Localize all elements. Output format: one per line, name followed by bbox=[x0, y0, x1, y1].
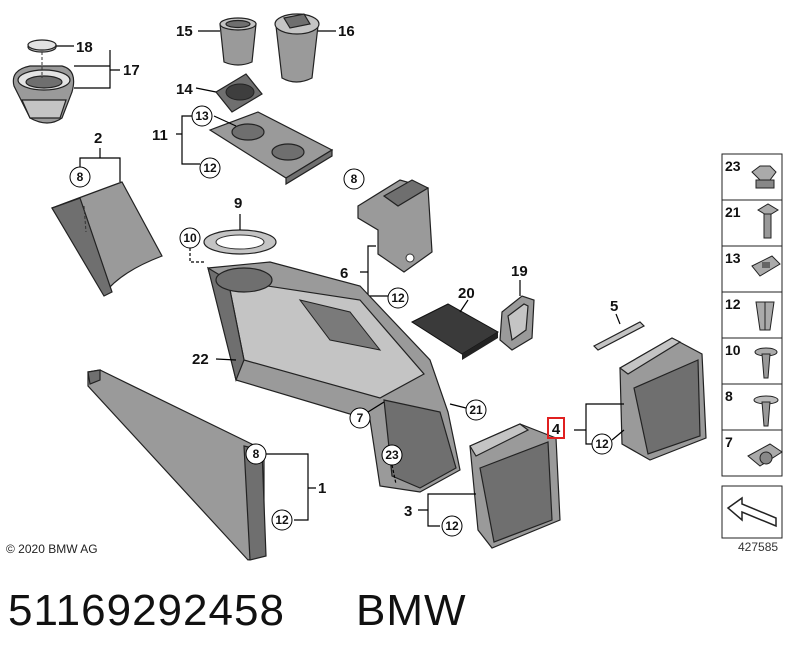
legend-number-1: 21 bbox=[725, 204, 741, 220]
circled-12-c: 12 bbox=[275, 513, 289, 527]
rear-panel-part bbox=[469, 423, 561, 549]
brand-name: BMW bbox=[356, 586, 467, 635]
storage-mat-part bbox=[410, 303, 499, 360]
trim-cover-part bbox=[208, 111, 334, 186]
trim-strip-part bbox=[592, 321, 646, 351]
legend-number-6: 7 bbox=[725, 434, 733, 450]
callout-6: 6 bbox=[340, 265, 348, 282]
flange-screw-icon bbox=[754, 347, 778, 379]
cup-insert-part bbox=[219, 17, 257, 66]
copyright-notice: © 2020 BMW AG bbox=[6, 542, 98, 556]
callout-3: 3 bbox=[404, 503, 412, 520]
circled-12-d: 12 bbox=[445, 519, 459, 533]
cup-with-lid-part bbox=[274, 13, 320, 83]
legend-number-2: 13 bbox=[725, 250, 741, 266]
callout-15: 15 bbox=[176, 23, 193, 40]
circled-13: 13 bbox=[195, 109, 209, 123]
callout-2: 2 bbox=[94, 130, 102, 147]
washer-screw-icon bbox=[753, 395, 779, 427]
circled-23: 23 bbox=[385, 448, 399, 462]
trim-ring-part bbox=[203, 229, 277, 255]
hex-bolt-icon bbox=[757, 203, 779, 239]
callout-22: 22 bbox=[192, 351, 209, 368]
legend-number-5: 8 bbox=[725, 388, 733, 404]
expanding-clip-icon bbox=[755, 301, 775, 331]
clip-nut-icon bbox=[751, 255, 781, 277]
direction-arrow-icon bbox=[726, 496, 777, 528]
fastener-legend: 23 21 13 12 10 8 7 bbox=[721, 153, 783, 539]
circled-8-c: 8 bbox=[253, 447, 260, 461]
callout-19: 19 bbox=[511, 263, 528, 280]
part-number: 51169292458 bbox=[8, 586, 285, 635]
hex-nut-icon bbox=[751, 165, 777, 189]
callout-4: 4 bbox=[552, 421, 561, 438]
circled-12-b: 12 bbox=[391, 291, 405, 305]
legend-number-3: 12 bbox=[725, 296, 741, 312]
parts-diagram: 18 17 15 16 14 11 13 12 2 8 bbox=[12, 13, 783, 561]
side-panel-part bbox=[87, 369, 267, 561]
legend-number-0: 23 bbox=[725, 158, 741, 174]
cage-nut-icon bbox=[747, 443, 783, 467]
callout-16: 16 bbox=[338, 23, 355, 40]
callout-14: 14 bbox=[176, 81, 193, 98]
circled-8-b: 8 bbox=[351, 172, 358, 186]
holder-part bbox=[499, 295, 535, 351]
rear-trim-part bbox=[618, 337, 707, 461]
side-trim-part bbox=[51, 181, 163, 297]
legend-number-4: 10 bbox=[725, 342, 741, 358]
center-console-part bbox=[207, 261, 461, 493]
circled-12-e: 12 bbox=[595, 437, 609, 451]
circled-7: 7 bbox=[357, 411, 364, 425]
rubber-mat-part bbox=[215, 73, 263, 113]
callout-17: 17 bbox=[123, 62, 140, 79]
diagram-number: 427585 bbox=[738, 540, 779, 554]
callout-5: 5 bbox=[610, 298, 618, 315]
circled-21: 21 bbox=[469, 403, 483, 417]
callout-11: 11 bbox=[152, 127, 168, 144]
callout-1: 1 bbox=[318, 480, 326, 497]
highlighted-part-box bbox=[547, 417, 565, 439]
cup-holder-insert-part bbox=[12, 39, 75, 124]
callout-9: 9 bbox=[234, 195, 242, 212]
callout-18: 18 bbox=[76, 39, 93, 56]
bracket-part bbox=[357, 179, 433, 273]
circled-8-a: 8 bbox=[77, 170, 84, 184]
circled-10: 10 bbox=[183, 231, 197, 245]
circled-12-a: 12 bbox=[203, 161, 217, 175]
callout-20: 20 bbox=[458, 285, 475, 302]
circled-13a bbox=[191, 105, 213, 127]
